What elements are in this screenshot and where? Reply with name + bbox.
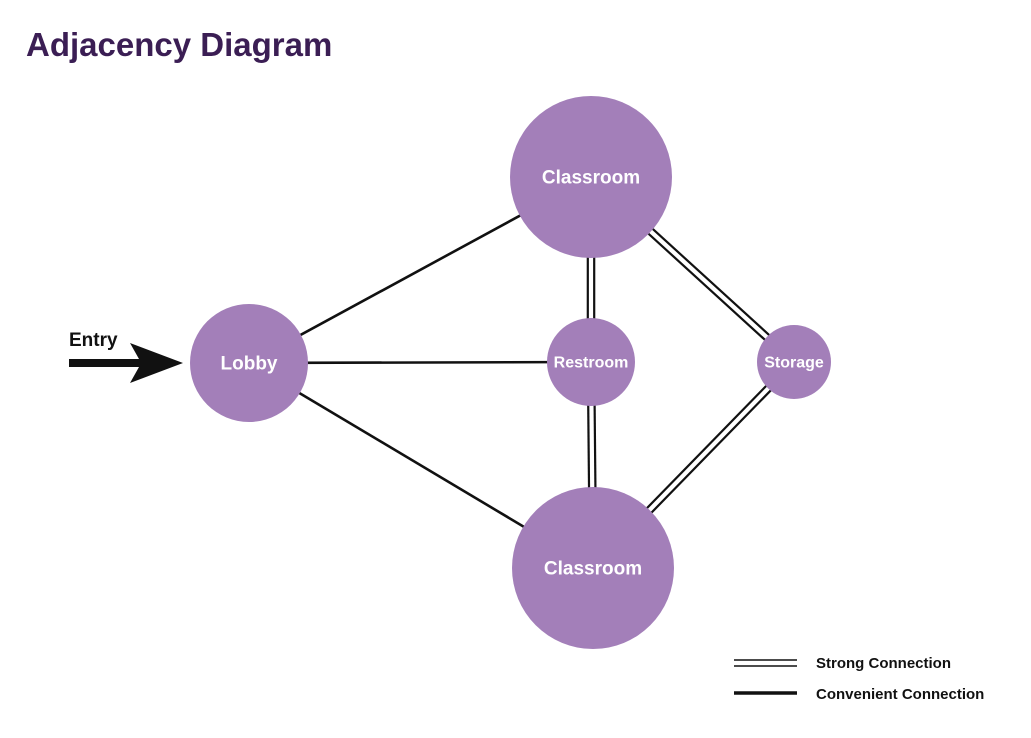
entry-arrow-icon bbox=[69, 343, 183, 383]
legend-convenient-label: Convenient Connection bbox=[816, 686, 984, 703]
legend-convenient: Convenient Connection bbox=[734, 686, 984, 703]
node-circle bbox=[512, 487, 674, 649]
legend-strong-label: Strong Connection bbox=[816, 655, 951, 672]
node-label: Storage bbox=[764, 355, 824, 372]
node-circle bbox=[547, 318, 635, 406]
entry-label: Entry bbox=[69, 330, 118, 351]
edges-layer bbox=[248, 173, 798, 572]
node-circle bbox=[190, 304, 308, 422]
legend: Strong Connection Convenient Connection bbox=[734, 655, 984, 703]
page-title: Adjacency Diagram bbox=[26, 26, 333, 63]
node-circle bbox=[510, 96, 672, 258]
node-label: Restroom bbox=[554, 355, 629, 372]
node-label: Classroom bbox=[542, 168, 640, 189]
legend-strong: Strong Connection bbox=[734, 655, 951, 672]
node-circle bbox=[757, 325, 831, 399]
entry-indicator: Entry bbox=[69, 330, 183, 383]
node-storage: Storage bbox=[757, 325, 831, 399]
node-label: Classroom bbox=[544, 559, 642, 580]
node-lobby: Lobby bbox=[190, 304, 308, 422]
node-restroom: Restroom bbox=[547, 318, 635, 406]
node-label: Lobby bbox=[221, 354, 278, 375]
node-classroom-top: Classroom bbox=[510, 96, 672, 258]
node-classroom-bottom: Classroom bbox=[512, 487, 674, 649]
